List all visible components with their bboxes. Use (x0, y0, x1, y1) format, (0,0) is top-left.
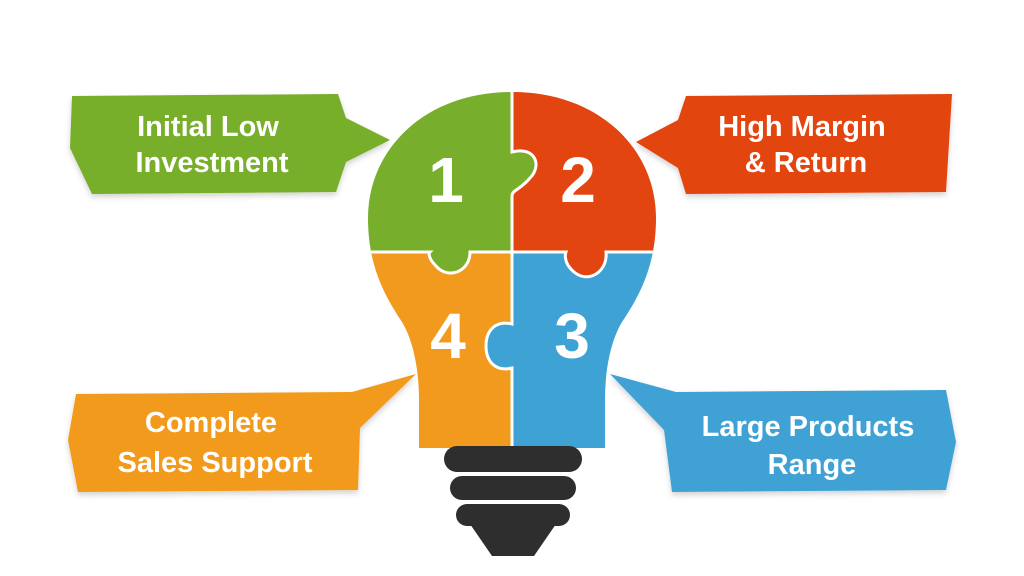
callout-4-shape (68, 374, 416, 492)
number-1: 1 (428, 144, 464, 216)
callout-1 (70, 94, 390, 194)
callout-1-line2: Investment (135, 147, 288, 179)
callout-1-shape (70, 94, 390, 194)
callout-3-line2: Range (768, 449, 857, 481)
callout-4-line2: Sales Support (118, 447, 313, 479)
callout-4-line1: Complete (145, 407, 277, 439)
callout-3-shape (610, 374, 956, 492)
number-3: 3 (554, 300, 590, 372)
svg-text:Initial Low Investment: Initial Low Investment (135, 111, 288, 179)
puzzle-seams (368, 92, 656, 448)
callout-4 (68, 374, 416, 492)
number-4: 4 (430, 300, 466, 372)
svg-text:Complete Sales Support: Complete Sales Support (118, 407, 313, 479)
callout-2-line2: & Return (745, 147, 867, 179)
callout-3 (610, 374, 956, 492)
callout-3-line1: Large Products (702, 411, 915, 443)
svg-text:High Margin & Return: High Margin & Return (718, 111, 894, 179)
callout-2-shape (636, 94, 952, 194)
bulb-base (444, 446, 582, 556)
callout-2 (636, 94, 952, 194)
svg-text:Large Products Range: Large Products Range (702, 411, 923, 481)
callout-2-line1: High Margin (718, 111, 886, 143)
callout-1-line1: Initial Low (137, 111, 279, 143)
number-2: 2 (560, 144, 596, 216)
